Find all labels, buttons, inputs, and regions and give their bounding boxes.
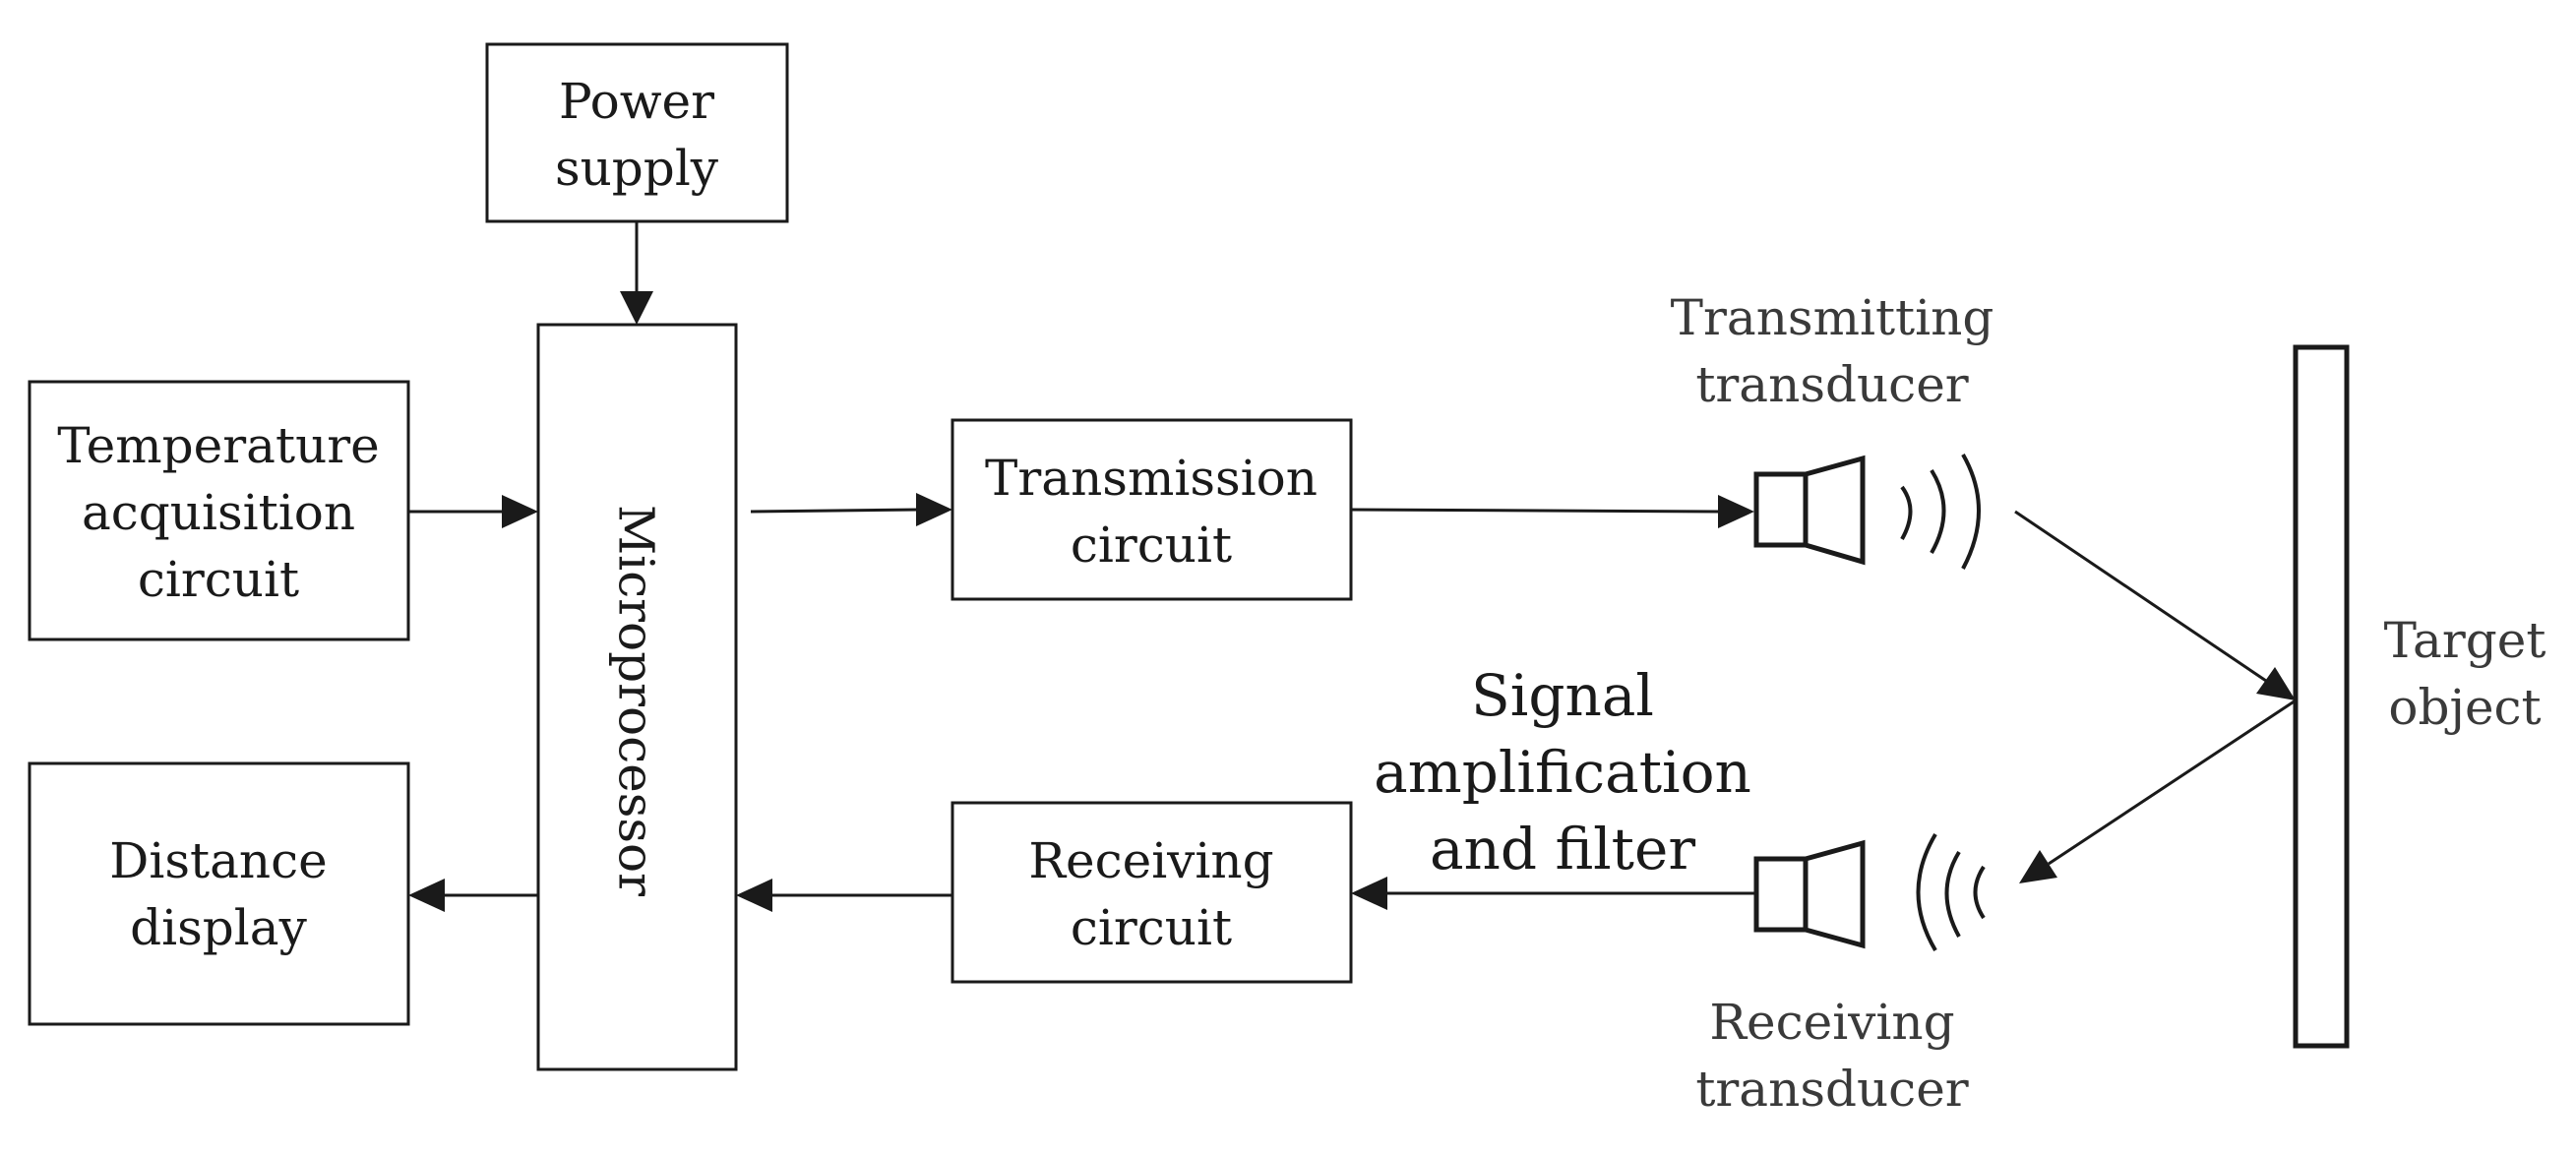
power-supply-box [485,42,789,223]
distance-display-box [28,761,410,1026]
distance-display-label-line1: Distance [109,832,327,889]
transmitting-transducer-icon [1753,454,1981,570]
transmission-circuit-box [951,418,1353,601]
receiving-label-line2: circuit [1071,899,1232,956]
microprocessor-block: Microprocessor [536,323,738,1071]
receive-wave-2 [1944,850,1961,938]
power-supply-block: Power supply [485,42,789,223]
signal-amp-label-line2: amplification [1374,739,1751,806]
receive-wave-3 [1916,832,1937,952]
microprocessor-box [536,323,738,1071]
receiving-label-line1: Receiving [1028,832,1273,889]
transmit-wave-1 [1900,485,1913,540]
power-supply-label-line2: supply [555,140,719,197]
arrow-transmit-to-target [2014,510,2296,700]
arrow-temperature-to-microprocessor [408,495,538,528]
signal-amp-label-line3: and filter [1430,816,1695,882]
distance-display-label-line2: display [130,899,307,956]
target-object-block: Target object [2293,344,2546,1049]
receiving-transducer-icon [1753,832,1986,952]
temperature-label-line3: circuit [138,551,299,608]
arrow-receiving-to-microprocessor [736,879,952,912]
power-supply-label-line1: Power [559,73,714,130]
transmit-wave-2 [1930,468,1946,554]
arrow-target-to-receive [2019,699,2297,883]
target-object-label-line1: Target [2384,612,2546,669]
transmitting-transducer-label: Transmitting transducer [1671,289,1994,413]
transmission-circuit-block: Transmission circuit [951,418,1353,601]
microprocessor-label: Microprocessor [608,505,665,896]
transmission-label-line2: circuit [1071,517,1232,574]
receiving-transducer-label-line2: transducer [1695,1061,1968,1118]
receiving-transducer-label-line1: Receiving [1709,994,1954,1051]
target-object-bar [2293,344,2350,1049]
temperature-label-line2: acquisition [82,484,355,541]
transmit-wave-3 [1961,454,1981,570]
signal-amp-label-line1: Signal [1471,662,1654,729]
transmission-label-line1: Transmission [985,450,1318,507]
receiving-transducer-label: Receiving transducer [1695,994,1968,1118]
transmitting-transducer-label-line2: transducer [1695,356,1968,413]
arrow-microprocessor-to-distance-display [408,879,538,912]
arrow-transmission-to-transmitting-transducer [1350,495,1754,528]
arrow-receiving-transducer-to-receiving-circuit [1351,877,1754,910]
receiving-circuit-box [951,801,1353,984]
receive-wave-1 [1973,865,1986,920]
distance-display-block: Distance display [28,761,410,1026]
signal-amplification-label: Signal amplification and filter [1374,662,1751,882]
arrow-microprocessor-to-transmission [750,493,952,526]
target-object-label-line2: object [2388,679,2541,736]
transmitting-transducer-label-line1: Transmitting [1671,289,1994,346]
temperature-label-line1: Temperature [57,417,380,474]
temperature-block: Temperature acquisition circuit [28,380,410,641]
receiving-circuit-block: Receiving circuit [951,801,1353,984]
temperature-box [28,380,410,641]
arrow-power-to-microprocessor [620,221,653,325]
